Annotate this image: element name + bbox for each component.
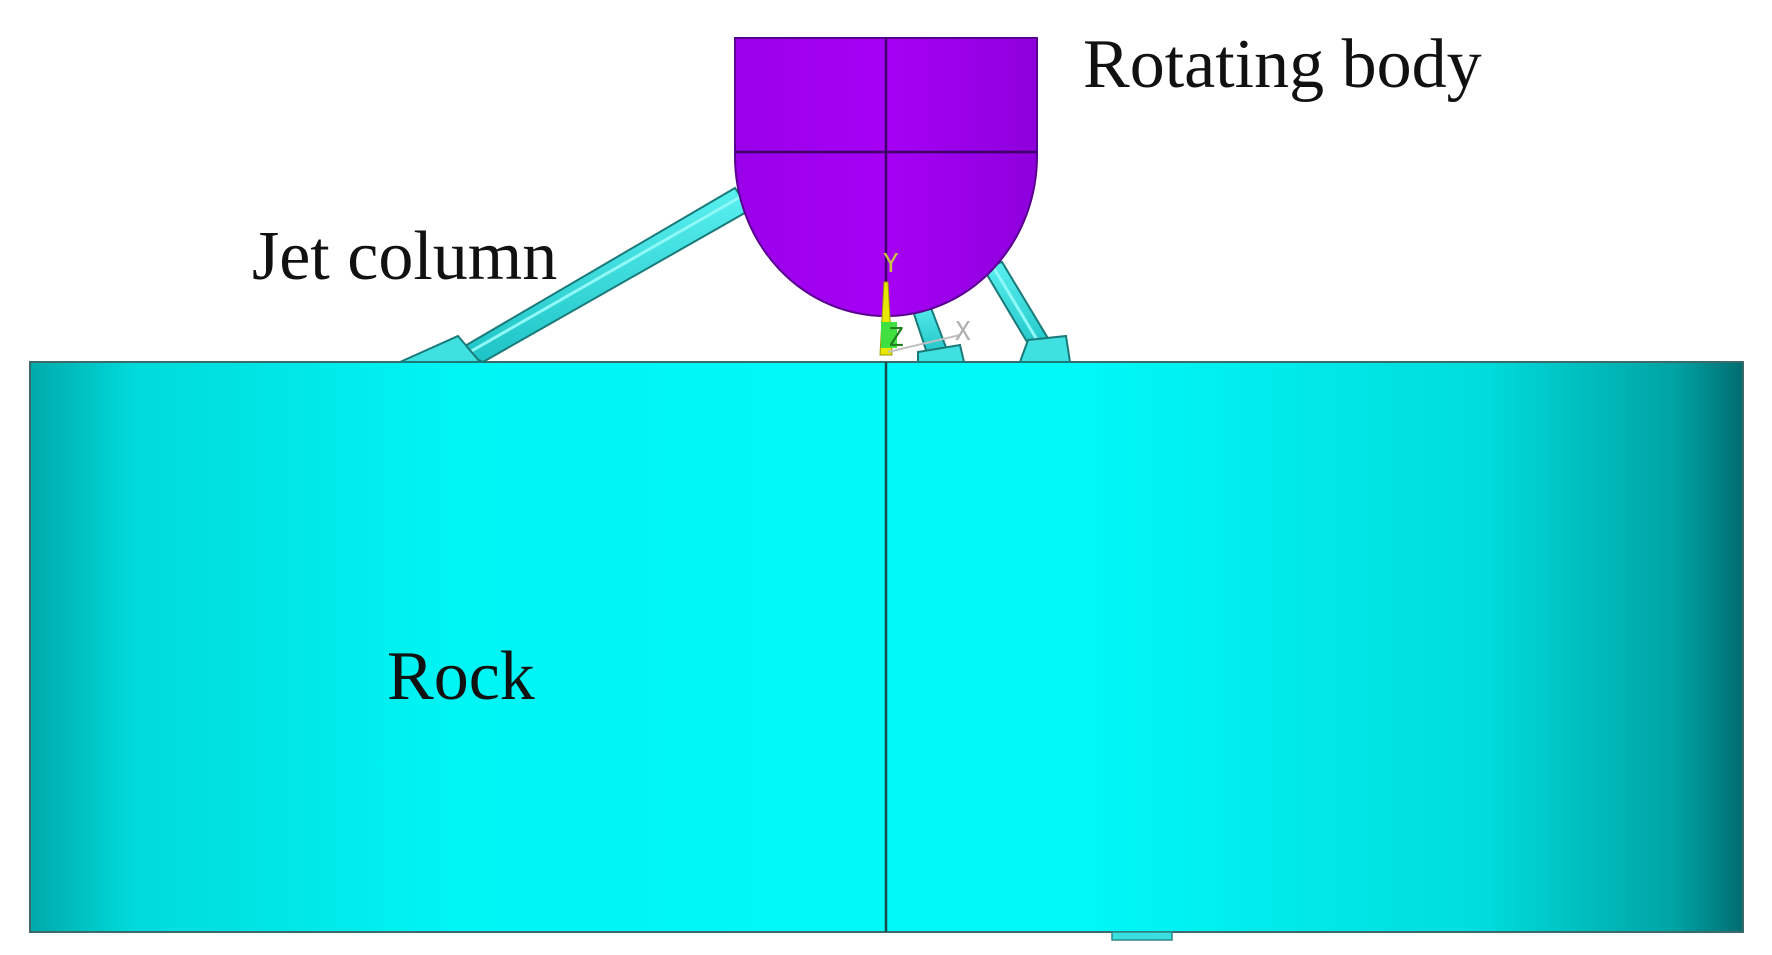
jet-column-label: Jet column	[252, 218, 558, 295]
jet-column-center-nozzle	[917, 343, 966, 363]
axis-z-label: Z	[888, 323, 904, 353]
rotating-body-label: Rotating body	[1083, 26, 1482, 103]
jet-column-right	[981, 260, 1072, 363]
jet-column-center	[908, 298, 966, 363]
rock-label: Rock	[387, 638, 535, 715]
axis-triad: Y X Z	[879, 249, 971, 356]
axis-z-marker	[881, 322, 897, 348]
jet-column-right-highlight	[990, 264, 1044, 349]
axis-x-label: X	[955, 317, 971, 347]
jet-column-left-highlight	[467, 194, 743, 355]
jet-column-right-nozzle	[1018, 334, 1072, 363]
rotating-body	[734, 37, 1038, 317]
jet-column-left-nozzle	[399, 334, 483, 363]
rock-block	[29, 361, 1744, 941]
axis-x-arrow	[887, 334, 961, 353]
axis-y-label: Y	[883, 249, 899, 279]
rock-bottom-tab	[1111, 931, 1173, 941]
